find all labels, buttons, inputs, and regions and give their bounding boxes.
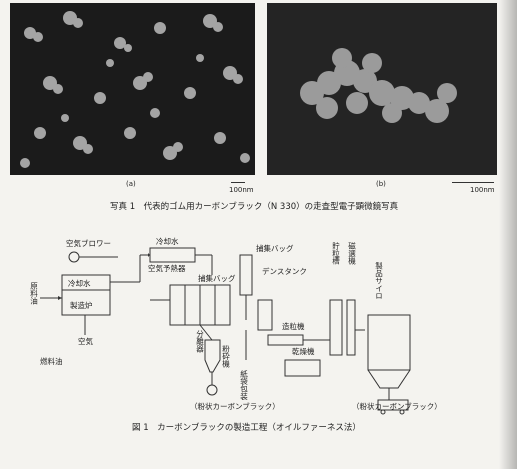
label-pelletizer: 造粒機	[282, 323, 305, 331]
label-fuel: 燃料油	[40, 358, 63, 366]
label-cooling-water: 冷却水	[68, 280, 91, 288]
label-storage-bin: 貯粒槽	[332, 242, 340, 265]
label-air-blower: 空気ブロワー	[66, 240, 111, 248]
label-granular-product: （粉状カーボンブラック）	[352, 403, 442, 411]
magnetic-separator-shape	[347, 300, 355, 355]
dryer-shape	[285, 360, 320, 376]
label-air-preheater: 空気予熱器	[148, 265, 186, 273]
label-bag-top: 捕集バッグ	[256, 245, 294, 253]
pelletizer-shape	[268, 335, 303, 345]
label-product-silo: 製品サイロ	[375, 262, 383, 300]
label-magnetic-separator: 磁選機	[348, 242, 356, 265]
label-reactor: 製造炉	[70, 302, 93, 310]
label-pulverizer: 粉砕機	[222, 345, 230, 368]
label-separator: 分離器	[196, 330, 204, 353]
pulverizer-shape	[207, 385, 217, 395]
figure-caption: 図 1 カーボンブラックの製造工程（オイルファーネス法）	[132, 421, 361, 433]
storage-bin-shape	[330, 300, 342, 355]
page-edge-shadow	[499, 0, 517, 469]
label-densing-tank: デンスタンク	[262, 268, 307, 276]
densing-tank-shape	[258, 300, 272, 330]
bag-top-shape	[240, 255, 252, 295]
label-air: 空気	[78, 338, 93, 346]
label-bag-filter: 捕集バッグ	[198, 275, 236, 283]
cyclone-shape	[205, 340, 220, 372]
air-blower-shape	[69, 252, 79, 262]
label-feedstock: 原料油	[30, 282, 38, 305]
cooler-shape	[150, 248, 195, 262]
label-packing: 紙袋包装	[240, 370, 248, 400]
label-cooling-water-top: 冷却水	[156, 238, 179, 246]
product-silo-shape	[368, 315, 410, 370]
label-powder-product: （粉状カーボンブラック）	[190, 403, 280, 411]
label-dryer: 乾燥機	[292, 348, 315, 356]
